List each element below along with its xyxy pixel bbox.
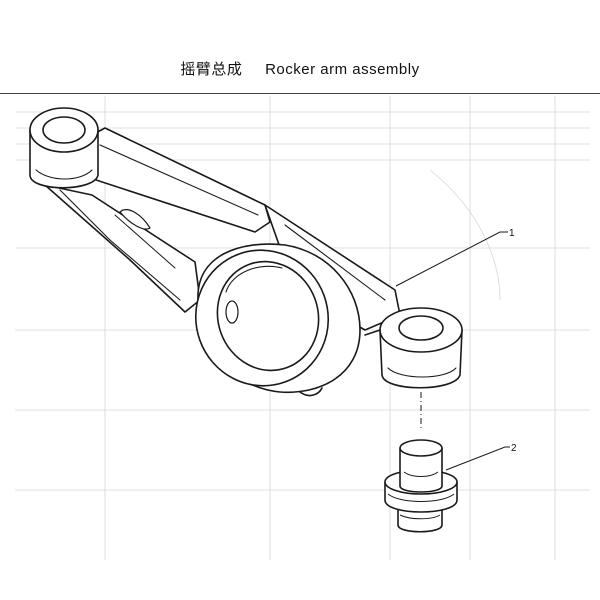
rocker-arm [29, 107, 463, 397]
callout-1-label: 1 [509, 228, 515, 239]
bleed-through-grid [15, 96, 590, 560]
header-rule [0, 93, 600, 94]
callouts: 1 2 [395, 228, 517, 471]
callout-2-label: 2 [511, 443, 517, 454]
page-title: 摇臂总成 Rocker arm assembly [0, 58, 600, 79]
callout-2-leader [445, 446, 510, 471]
title-chinese: 摇臂总成 [180, 60, 243, 78]
title-english: Rocker arm assembly [265, 61, 420, 78]
callout-1-leader [395, 231, 508, 287]
adjusting-screw-bushing [384, 439, 458, 533]
